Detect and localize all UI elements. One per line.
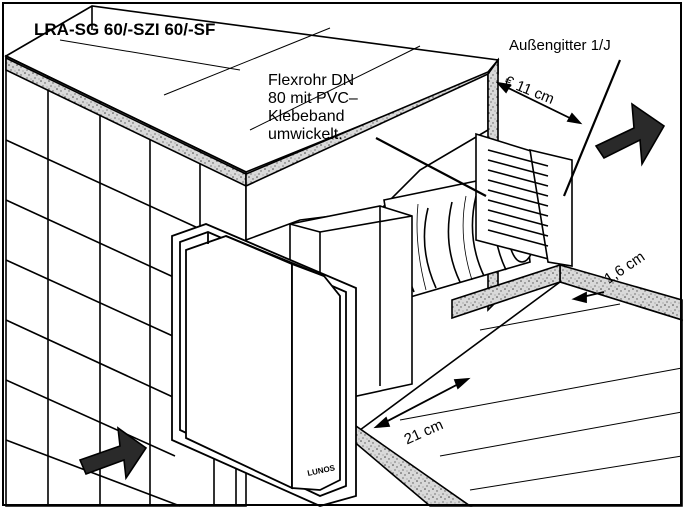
flex-pipe-label-line: 80 mit PVC– — [268, 89, 358, 107]
flex-pipe-leader — [375, 137, 487, 197]
outflow-arrow — [594, 102, 666, 167]
dim-gap-line — [571, 291, 605, 304]
outer-grille — [475, 132, 573, 267]
diagram-title: LRA-SG 60/-SZI 60/-SF — [34, 20, 216, 39]
dim-diameter-line — [495, 81, 583, 125]
flex-pipe-label: Flexrohr DN 80 mit PVC– Klebeband umwick… — [268, 72, 358, 144]
flex-pipe-label-line: Klebeband — [268, 107, 345, 125]
right-wall-section — [351, 263, 683, 507]
flex-pipe-label-line: Flexrohr DN — [268, 72, 355, 89]
outer-grille-label: Außengitter 1/J — [509, 37, 611, 54]
inner-cover — [171, 223, 357, 507]
flex-pipe-label-line: umwickelt. — [268, 125, 343, 143]
outer-grille-leader — [562, 59, 622, 197]
inflow-arrow — [78, 426, 148, 481]
dim-depth-line — [373, 377, 471, 429]
